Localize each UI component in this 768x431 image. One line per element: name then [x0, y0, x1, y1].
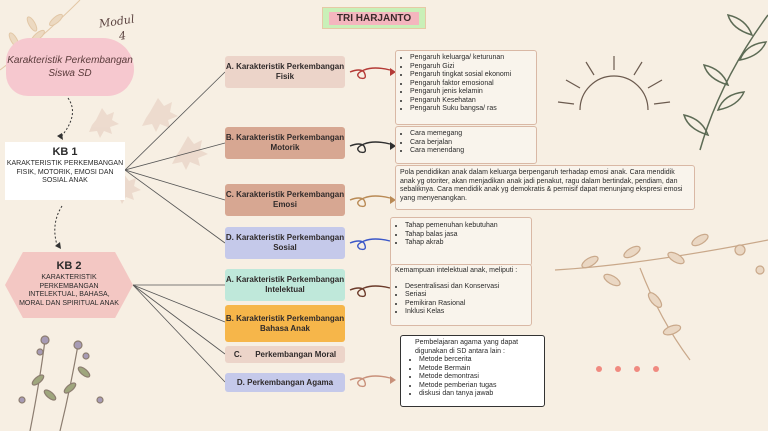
author-tag: TRI HARJANTO: [322, 7, 426, 29]
agama-intro: Pembelajaran agama yang dapat digunakan …: [415, 339, 519, 355]
arrowhead-icon: [55, 133, 63, 249]
list-item: Cara menendang: [410, 147, 536, 156]
floral-vine-icon: [554, 233, 768, 361]
author-name: TRI HARJANTO: [328, 11, 420, 25]
main-title-text: Karakteristik Perkembangan Siswa SD: [7, 55, 133, 79]
category-label: A. Karakteristik Perkembangan Fisik: [225, 62, 345, 81]
detail-agama: Pembelajaran agama yang dapat digunakan …: [400, 335, 545, 407]
detail-intelektual: Kemampuan intelektual anak, meliputi : D…: [390, 264, 532, 326]
list-item: Metode demontrasi: [419, 373, 544, 382]
dashed-arrow: [54, 97, 73, 249]
detail-sosial: Tahap pemenuhan kebutuhanTahap balas jas…: [390, 217, 532, 266]
dot-icon: [634, 366, 640, 372]
detail-fisik: Pengaruh keluarga/ keturunanPengaruh Giz…: [395, 50, 537, 125]
kb2-node: KB 2 KARAKTERISTIK PERKEMBANGAN INTELEKT…: [5, 252, 133, 318]
category-bahasa: B. Karakteristik Perkembangan Bahasa Ana…: [225, 305, 345, 342]
intelektual-intro: Kemampuan intelektual anak, meliputi :: [395, 267, 518, 274]
list-item: Tahap pemenuhan kebutuhan: [405, 222, 531, 231]
detail-motorik: Cara memegangCara berjalanCara menendang: [395, 126, 537, 164]
category-label: B. Karakteristik Perkembangan Motorik: [225, 133, 345, 152]
list-item: Pengaruh Kesehatan: [410, 97, 536, 106]
category-fisik: A. Karakteristik Perkembangan Fisik: [225, 56, 345, 88]
list-item: Tahap balas jasa: [405, 231, 531, 240]
list-item: Pengaruh Suku bangsa/ ras: [410, 105, 536, 114]
connector-line: [124, 71, 226, 383]
list-item: Pengaruh jenis kelamin: [410, 88, 536, 97]
flower-sprig-icon: [18, 335, 104, 431]
category-label: D. Karakteristik Perkembangan Sosial: [225, 233, 345, 252]
list-item: Pengaruh Gizi: [410, 63, 536, 72]
dot-icon: [596, 366, 602, 372]
kb2-text: KARAKTERISTIK PERKEMBANGAN INTELEKTUAL, …: [19, 274, 119, 307]
list-item: Metode bercerita: [419, 356, 544, 365]
category-emosi: C. Karakteristik Perkembangan Emosi: [225, 184, 345, 216]
detail-emosi: Pola pendidikan anak dalam keluarga berp…: [395, 165, 695, 210]
main-title: Karakteristik Perkembangan Siswa SD: [6, 38, 134, 96]
category-sosial: D. Karakteristik Perkembangan Sosial: [225, 227, 345, 259]
dot-decoration: [596, 359, 672, 377]
kb1-node: KB 1 KARAKTERISTIK PERKEMBANGAN FISIK, M…: [5, 142, 125, 200]
category-label: C. Perkembangan Moral: [233, 349, 337, 359]
kb1-heading: KB 1: [52, 146, 78, 158]
sunburst-icon: [557, 56, 671, 111]
list-item: Tahap akrab: [405, 239, 531, 248]
list-item: Cara berjalan: [410, 139, 536, 148]
category-label: B. Karakteristik Perkembangan Bahasa Ana…: [225, 313, 345, 333]
dot-icon: [615, 366, 621, 372]
category-intelektual: A. Karakteristik Perkembangan Intelektua…: [225, 269, 345, 301]
list-item: Metode Bermain: [419, 365, 544, 374]
list-item: Cara memegang: [410, 130, 536, 139]
dot-icon: [653, 366, 659, 372]
category-moral: C. Perkembangan Moral: [225, 346, 345, 363]
category-agama: D. Perkembangan Agama: [225, 373, 345, 392]
list-item: Pengaruh faktor emosional: [410, 80, 536, 89]
category-motorik: B. Karakteristik Perkembangan Motorik: [225, 127, 345, 159]
list-item: Pengaruh keluarga/ keturunan: [410, 54, 536, 63]
category-label: D. Perkembangan Agama: [236, 377, 334, 387]
list-item: Seriasi: [405, 291, 531, 300]
category-label: C. Karakteristik Perkembangan Emosi: [225, 190, 345, 209]
list-item: Pengaruh tingkat sosial ekonomi: [410, 71, 536, 80]
kb2-heading: KB 2: [56, 260, 82, 272]
list-item: Desentralisasi dan Konservasi: [405, 283, 531, 292]
emosi-text: Pola pendidikan anak dalam keluarga berp…: [400, 169, 683, 202]
squiggle-arrow: [349, 67, 391, 388]
leaf-branch-icon: [682, 13, 768, 151]
category-label: A. Karakteristik Perkembangan Intelektua…: [225, 275, 345, 294]
list-item: diskusi dan tanya jawab: [419, 390, 544, 399]
list-item: Pemikiran Rasional: [405, 300, 531, 309]
list-item: Metode pemberian tugas: [419, 382, 544, 391]
list-item: Inklusi Kelas: [405, 308, 531, 317]
kb1-text: KARAKTERISTIK PERKEMBANGAN FISIK, MOTORI…: [6, 160, 124, 184]
